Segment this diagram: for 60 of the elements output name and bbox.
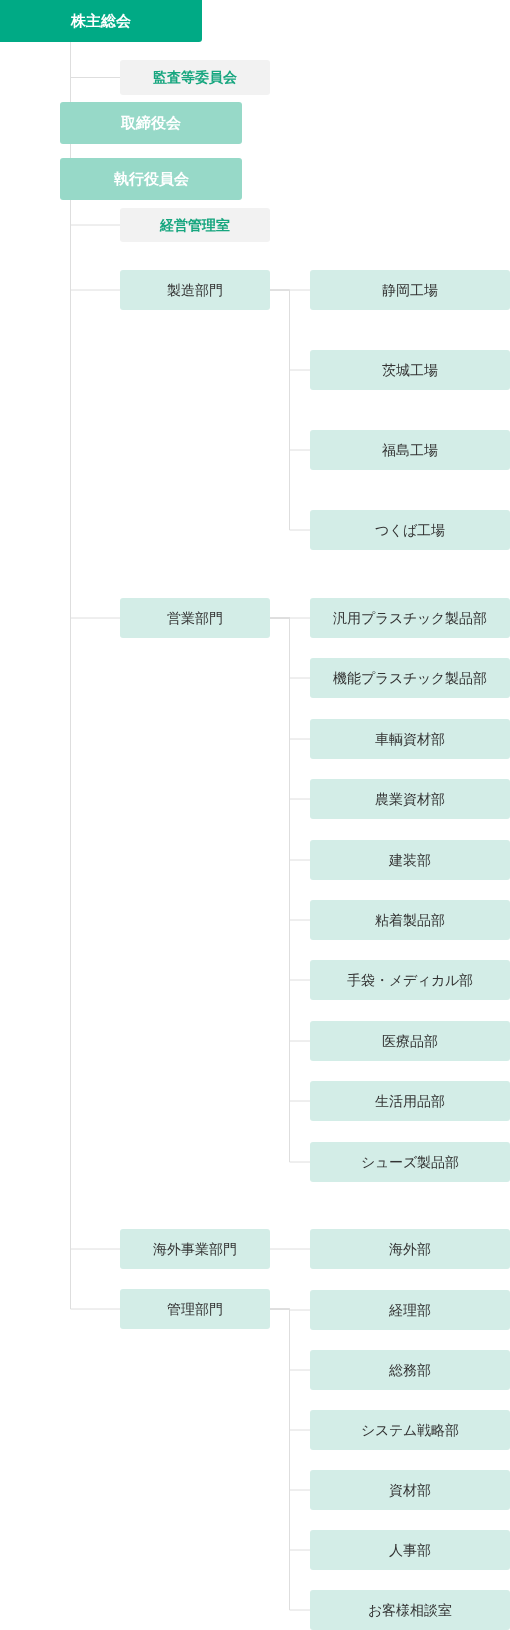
department-box <box>310 719 510 759</box>
unit-name: 福島工場 <box>382 441 438 459</box>
board-box <box>60 158 242 200</box>
department-box <box>310 1021 510 1061</box>
unit-name: シューズ製品部 <box>361 1153 459 1171</box>
department-box <box>310 1530 510 1570</box>
unit-name: 手袋・メディカル部 <box>347 971 473 989</box>
top-unit-box <box>0 0 202 42</box>
unit-name: 経理部 <box>389 1301 431 1319</box>
unit-name: 機能プラスチック製品部 <box>333 669 487 687</box>
unit-name: 営業部門 <box>167 609 223 627</box>
department-box <box>310 270 510 310</box>
unit-name: 執行役員会 <box>113 170 189 188</box>
unit-name: つくば工場 <box>375 521 445 539</box>
unit-name: お客様相談室 <box>368 1601 452 1619</box>
unit-name: 資材部 <box>389 1481 431 1499</box>
department-box <box>310 1142 510 1182</box>
staff-office-box <box>120 60 270 95</box>
department-box <box>120 270 270 310</box>
unit-name: 取締役会 <box>121 114 181 132</box>
department-box <box>310 350 510 390</box>
department-box <box>310 1081 510 1121</box>
unit-name: 総務部 <box>389 1361 431 1379</box>
connector-line <box>70 143 71 159</box>
department-box <box>310 840 510 880</box>
department-box <box>310 1350 510 1390</box>
unit-name: 海外事業部門 <box>153 1240 237 1258</box>
department-box <box>310 1290 510 1330</box>
unit-name: 株主総会 <box>71 12 131 30</box>
department-box <box>310 779 510 819</box>
unit-name: 管理部門 <box>167 1300 223 1318</box>
unit-name: 医療品部 <box>382 1032 438 1050</box>
unit-name: 生活用品部 <box>375 1092 445 1110</box>
department-box <box>120 1289 270 1329</box>
unit-name: 茨城工場 <box>382 361 438 379</box>
unit-name: 農業資材部 <box>375 790 445 808</box>
department-box <box>120 1229 270 1269</box>
unit-name: 粘着製品部 <box>375 911 445 929</box>
department-box <box>310 658 510 698</box>
unit-name: 建装部 <box>389 851 431 869</box>
department-box <box>120 598 270 638</box>
department-box <box>310 430 510 470</box>
department-box <box>310 1410 510 1450</box>
unit-name: システム戦略部 <box>361 1421 459 1439</box>
department-box <box>310 1470 510 1510</box>
unit-name: 人事部 <box>389 1541 431 1559</box>
unit-name: 汎用プラスチック製品部 <box>333 609 487 627</box>
unit-name: 製造部門 <box>167 281 223 299</box>
department-box <box>310 900 510 940</box>
unit-name: 静岡工場 <box>382 281 438 299</box>
department-box <box>310 1590 510 1630</box>
unit-name: 監査等委員会 <box>153 69 237 86</box>
unit-name: 車輌資材部 <box>375 730 445 748</box>
board-box <box>60 102 242 144</box>
department-box <box>310 598 510 638</box>
unit-name: 経営管理室 <box>160 216 230 234</box>
department-box <box>310 510 510 550</box>
unit-name: 海外部 <box>389 1240 431 1258</box>
department-box <box>310 1229 510 1269</box>
department-box <box>310 960 510 1000</box>
